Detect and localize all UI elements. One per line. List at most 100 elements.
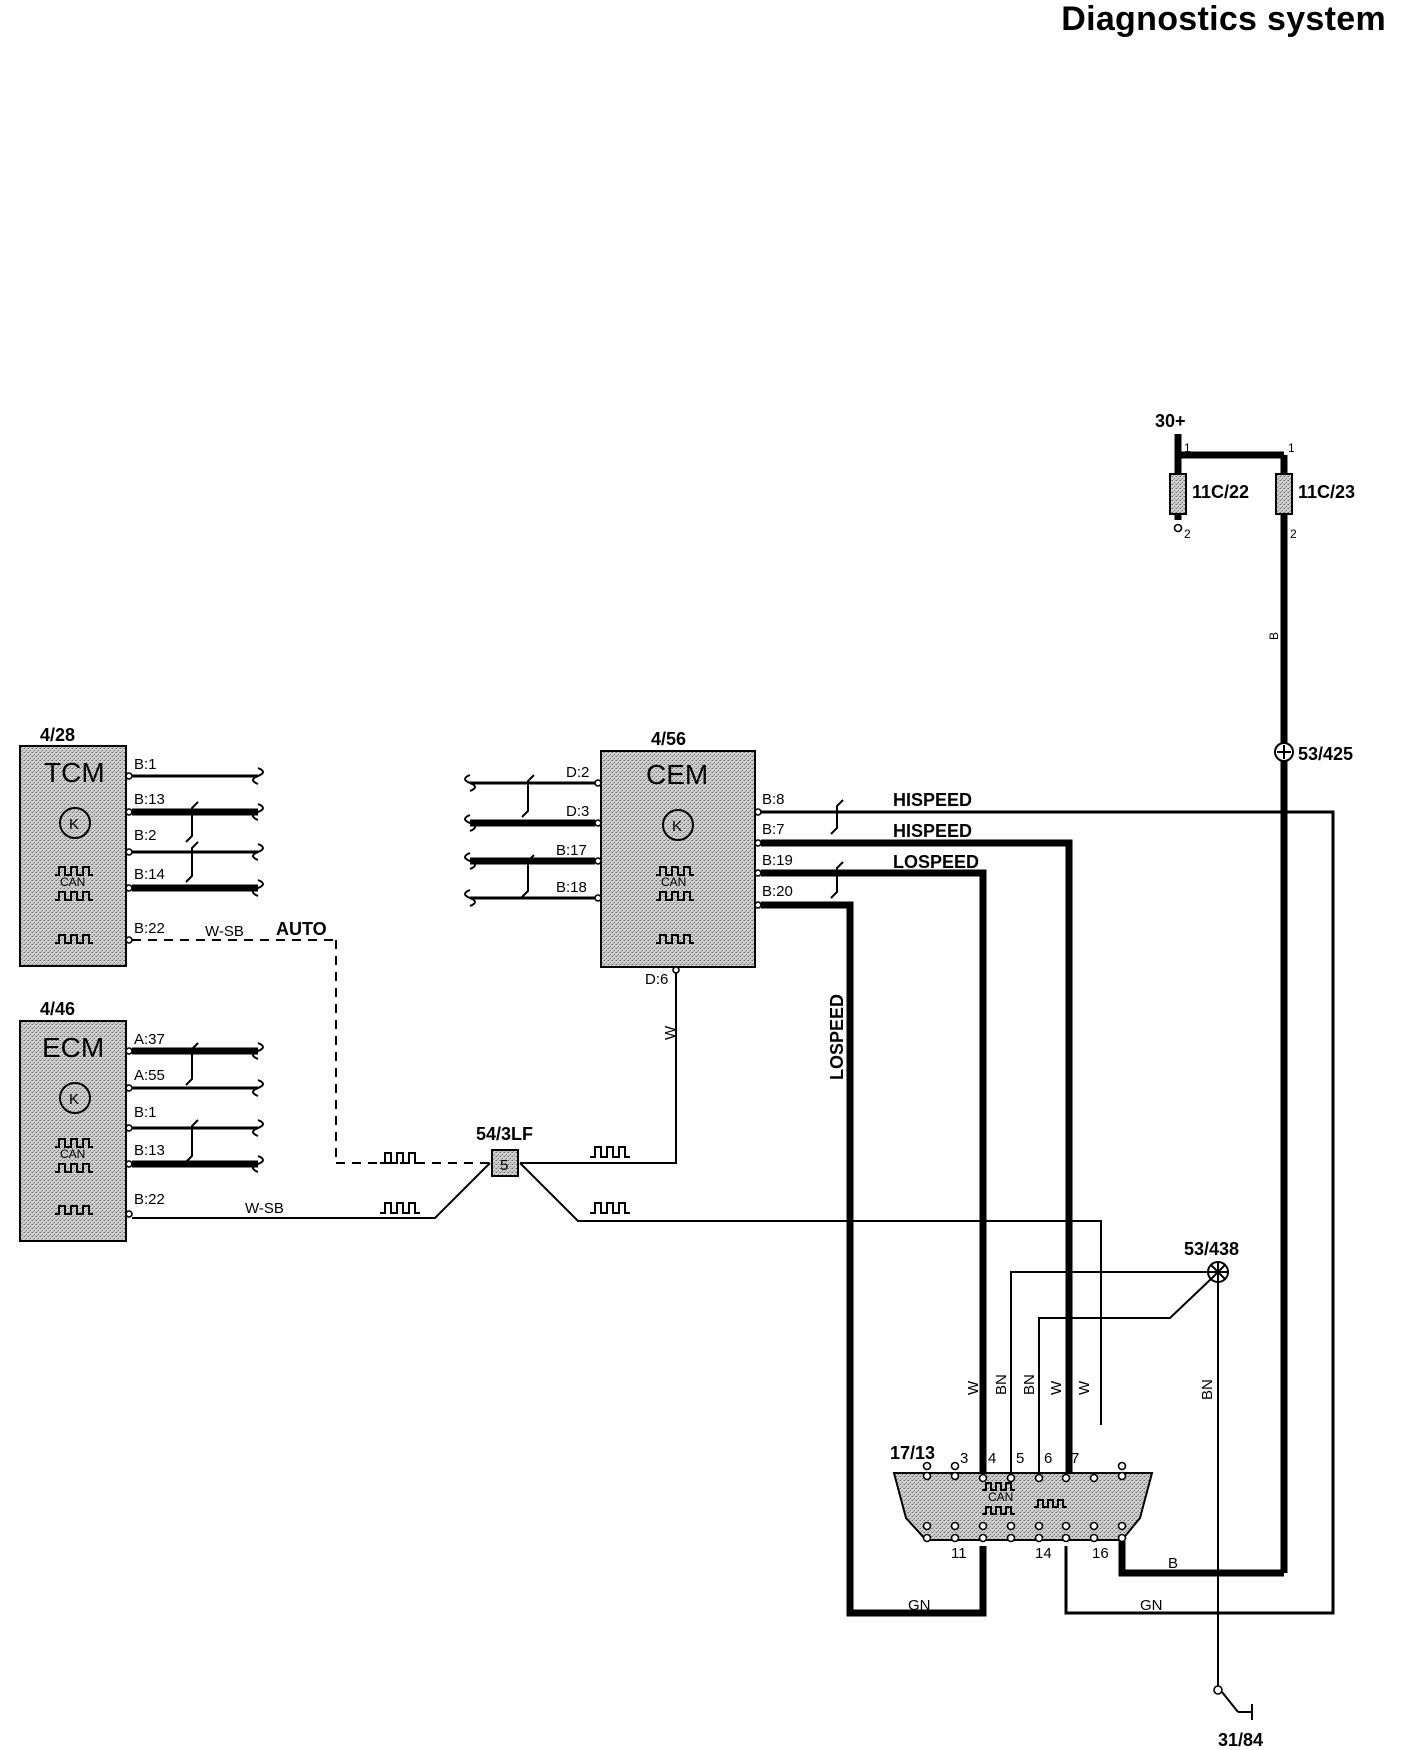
pin-terminal — [922, 1533, 932, 1543]
pin-terminal — [1117, 1521, 1127, 1531]
k-symbol-icon — [59, 807, 91, 839]
pin-terminal — [1117, 1533, 1127, 1543]
twist-marker — [521, 854, 535, 898]
fuse-a-pin1: 1 — [1184, 441, 1191, 455]
fuse-a-label: 11C/22 — [1192, 482, 1249, 502]
ecm-module: 4/46 ECM K CAN A:37 A:55 B:1 B:13 B:22 — [19, 999, 264, 1242]
can-pulse-icon — [656, 891, 694, 901]
dlc-can-label: CAN — [988, 1490, 1013, 1504]
dlc-pin-number: 3 — [960, 1450, 968, 1467]
cem-module: 4/56 CEM K CAN D:2 D:3 B:17 B:18 B:8 — [464, 729, 793, 988]
twist-marker — [830, 799, 844, 835]
ecm-k-line — [132, 1162, 491, 1219]
pin-terminal — [754, 869, 762, 877]
pin-terminal — [754, 901, 762, 909]
pin-terminal — [922, 1521, 932, 1531]
dlc-pin-number: 14 — [1035, 1545, 1052, 1562]
fuse-b — [1275, 473, 1293, 515]
hispeed-wire-b8 — [761, 810, 1335, 1615]
dlc-bottom-pins — [922, 1521, 1127, 1543]
cem-pin: B:7 — [762, 821, 785, 838]
dlc-pin-number: 16 — [1092, 1545, 1109, 1562]
pin-terminal — [950, 1533, 960, 1543]
wire-color-label: W — [965, 1380, 982, 1395]
dlc-connector: 17/13 CAN — [890, 1443, 1154, 1562]
ecm-pin: B:13 — [134, 1142, 165, 1159]
dlc-pin-number: 7 — [1071, 1450, 1079, 1467]
tcm-module: 4/28 TCM K CAN B:1 B:13 B:2 B:14 B:22 — [19, 725, 264, 967]
pin-terminal — [1006, 1473, 1016, 1483]
pin-terminal — [125, 848, 133, 856]
pulse-icon — [380, 1152, 420, 1164]
pin-terminal — [1034, 1533, 1044, 1543]
dlc-pin-number: 4 — [988, 1450, 996, 1467]
can-pulse-icon — [55, 891, 93, 901]
pin-terminal — [672, 966, 680, 974]
can-pulse-icon — [55, 866, 93, 876]
pin-terminal — [1006, 1521, 1016, 1531]
pin-terminal — [594, 894, 602, 902]
pin-terminal — [125, 1210, 133, 1218]
pin-terminal — [125, 936, 133, 944]
pin-terminal — [1089, 1533, 1099, 1543]
cem-name: CEM — [646, 759, 708, 790]
ground-terminal — [1213, 1685, 1223, 1695]
lospeed-wire-b19 — [761, 869, 987, 1476]
dlc-top-pins — [922, 1461, 1127, 1483]
ground-wire-pin5 — [1038, 1278, 1212, 1476]
pin-terminal — [1061, 1521, 1071, 1531]
pin-terminal — [1061, 1533, 1071, 1543]
ground-splice-label: 53/438 — [1184, 1239, 1239, 1259]
ecm-box — [19, 1020, 127, 1242]
tcm-name: TCM — [44, 757, 105, 788]
junction-pin: 5 — [500, 1157, 508, 1174]
pin-terminal — [978, 1521, 988, 1531]
pin-terminal — [1117, 1461, 1127, 1471]
pin-terminal — [1034, 1473, 1044, 1483]
tcm-pin: B:2 — [134, 827, 157, 844]
fuse-a — [1169, 473, 1187, 515]
twist-marker — [185, 841, 199, 883]
ground-point: 31/84 — [1213, 1685, 1263, 1750]
k-symbol-icon — [662, 809, 694, 841]
ground-label: 31/84 — [1218, 1730, 1263, 1750]
pin-terminal — [125, 1047, 133, 1055]
wire-color-label: BN — [993, 1374, 1010, 1395]
ecm-pin: A:55 — [134, 1067, 165, 1084]
ground-splice: 53/438 — [1184, 1239, 1239, 1283]
ground-link — [1221, 1691, 1239, 1713]
tcm-box — [19, 745, 127, 967]
can-pulse-icon — [55, 1138, 93, 1148]
junction-box — [491, 1149, 519, 1177]
tcm-pin: B:22 — [134, 920, 165, 937]
cem-id: 4/56 — [651, 729, 686, 749]
dlc-pin16-power-wire — [1118, 1541, 1284, 1577]
pin-terminal — [125, 772, 133, 780]
cem-pin: B:8 — [762, 791, 785, 808]
pulse-icon — [590, 1146, 630, 1158]
cem-can-label: CAN — [661, 875, 686, 889]
wire-break-marks — [464, 774, 476, 907]
ecm-pin: A:37 — [134, 1031, 165, 1048]
k-symbol-label: K — [69, 816, 79, 833]
fuse-b-label: 11C/23 — [1298, 482, 1355, 502]
dlc-label: 17/13 — [890, 1443, 935, 1463]
wire-color-label: BN — [1199, 1379, 1216, 1400]
cem-pin: B:20 — [762, 883, 793, 900]
pin-terminal — [950, 1471, 960, 1481]
wire-color-label: BN — [1021, 1374, 1038, 1395]
hispeed-wire-b7 — [761, 839, 1073, 1476]
twist-marker — [185, 1042, 199, 1086]
wire-color-label: GN — [908, 1597, 931, 1614]
lospeed-label: LOSPEED — [893, 852, 979, 872]
hispeed-label: HISPEED — [893, 790, 972, 810]
can-pulse-icon — [982, 1506, 1015, 1515]
fuse-b-pin2: 2 — [1290, 527, 1297, 541]
pin-terminal — [125, 1160, 133, 1168]
tcm-can-label: CAN — [60, 875, 85, 889]
wire-color-label: W — [1076, 1380, 1093, 1395]
wire-color-label: W-SB — [205, 923, 244, 940]
pin-terminal — [1117, 1471, 1127, 1481]
pin-terminal — [950, 1521, 960, 1531]
